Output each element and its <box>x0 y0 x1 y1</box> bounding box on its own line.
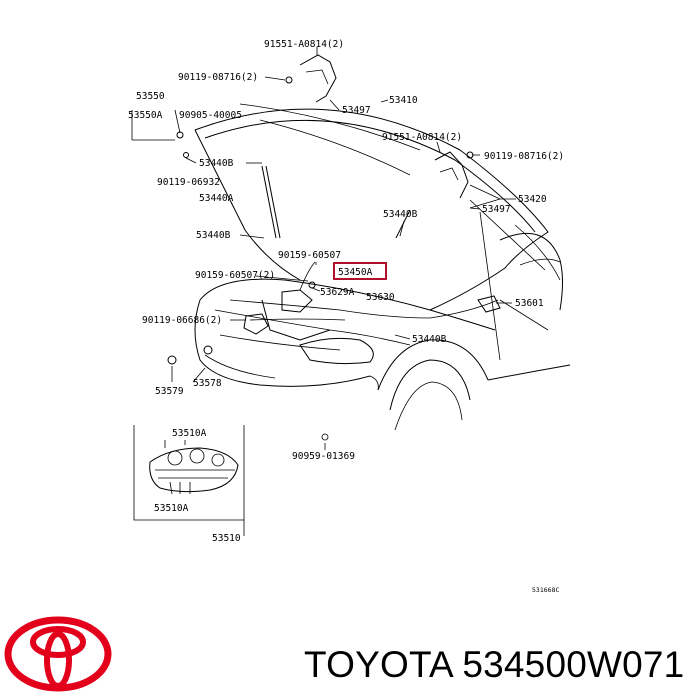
highlight-box <box>333 262 387 280</box>
label-90119-08716-top: 90119-08716(2) <box>178 72 258 83</box>
label-53629a: 53629A <box>320 287 355 298</box>
label-91551-a0814-top: 91551-A0814(2) <box>264 39 344 50</box>
label-90119-08716-right: 90119-08716(2) <box>484 151 564 162</box>
label-53440b-bottom: 53440B <box>412 334 447 345</box>
label-53440b-top: 53440B <box>199 158 234 169</box>
label-91551-a0814-right: 91551-A0814(2) <box>382 132 462 143</box>
label-53550: 53550 <box>136 91 165 102</box>
label-53550a: 53550A <box>128 110 163 121</box>
label-53450a: 53450A <box>338 267 373 278</box>
label-90159-60507: 90159-60507 <box>278 250 341 261</box>
label-90119-06686: 90119-06686(2) <box>142 315 222 326</box>
label-90119-06932: 90119-06932 <box>157 177 220 188</box>
label-90959-01369: 90959-01369 <box>292 451 355 462</box>
diagram-code: 531668C <box>532 586 559 594</box>
label-53440b-mid: 53440B <box>383 209 418 220</box>
label-53420: 53420 <box>518 194 547 205</box>
label-53630: 53630 <box>366 292 395 303</box>
leader-lines <box>131 47 516 536</box>
label-53578: 53578 <box>193 378 222 389</box>
label-53410: 53410 <box>389 95 418 106</box>
label-90159-60507-2: 90159-60507(2) <box>195 270 275 281</box>
label-53440b-left: 53440B <box>196 230 231 241</box>
label-53510a-top: 53510A <box>172 428 207 439</box>
label-53579: 53579 <box>155 386 184 397</box>
part-labels: 91551-A0814(2) 90119-08716(2) 53550 5355… <box>128 39 564 594</box>
label-53497-top: 53497 <box>342 105 371 116</box>
emblem-inset <box>149 440 239 495</box>
toyota-logo-icon <box>4 616 112 692</box>
brand-part-number: TOYOTA 534500W071 <box>304 644 685 685</box>
label-53510a-bottom: 53510A <box>154 503 189 514</box>
label-53497-right: 53497 <box>482 204 511 215</box>
label-53440a: 53440A <box>199 193 234 204</box>
label-53601: 53601 <box>515 298 544 309</box>
label-90905-40005: 90905-40005 <box>179 110 242 121</box>
label-53510: 53510 <box>212 533 241 544</box>
